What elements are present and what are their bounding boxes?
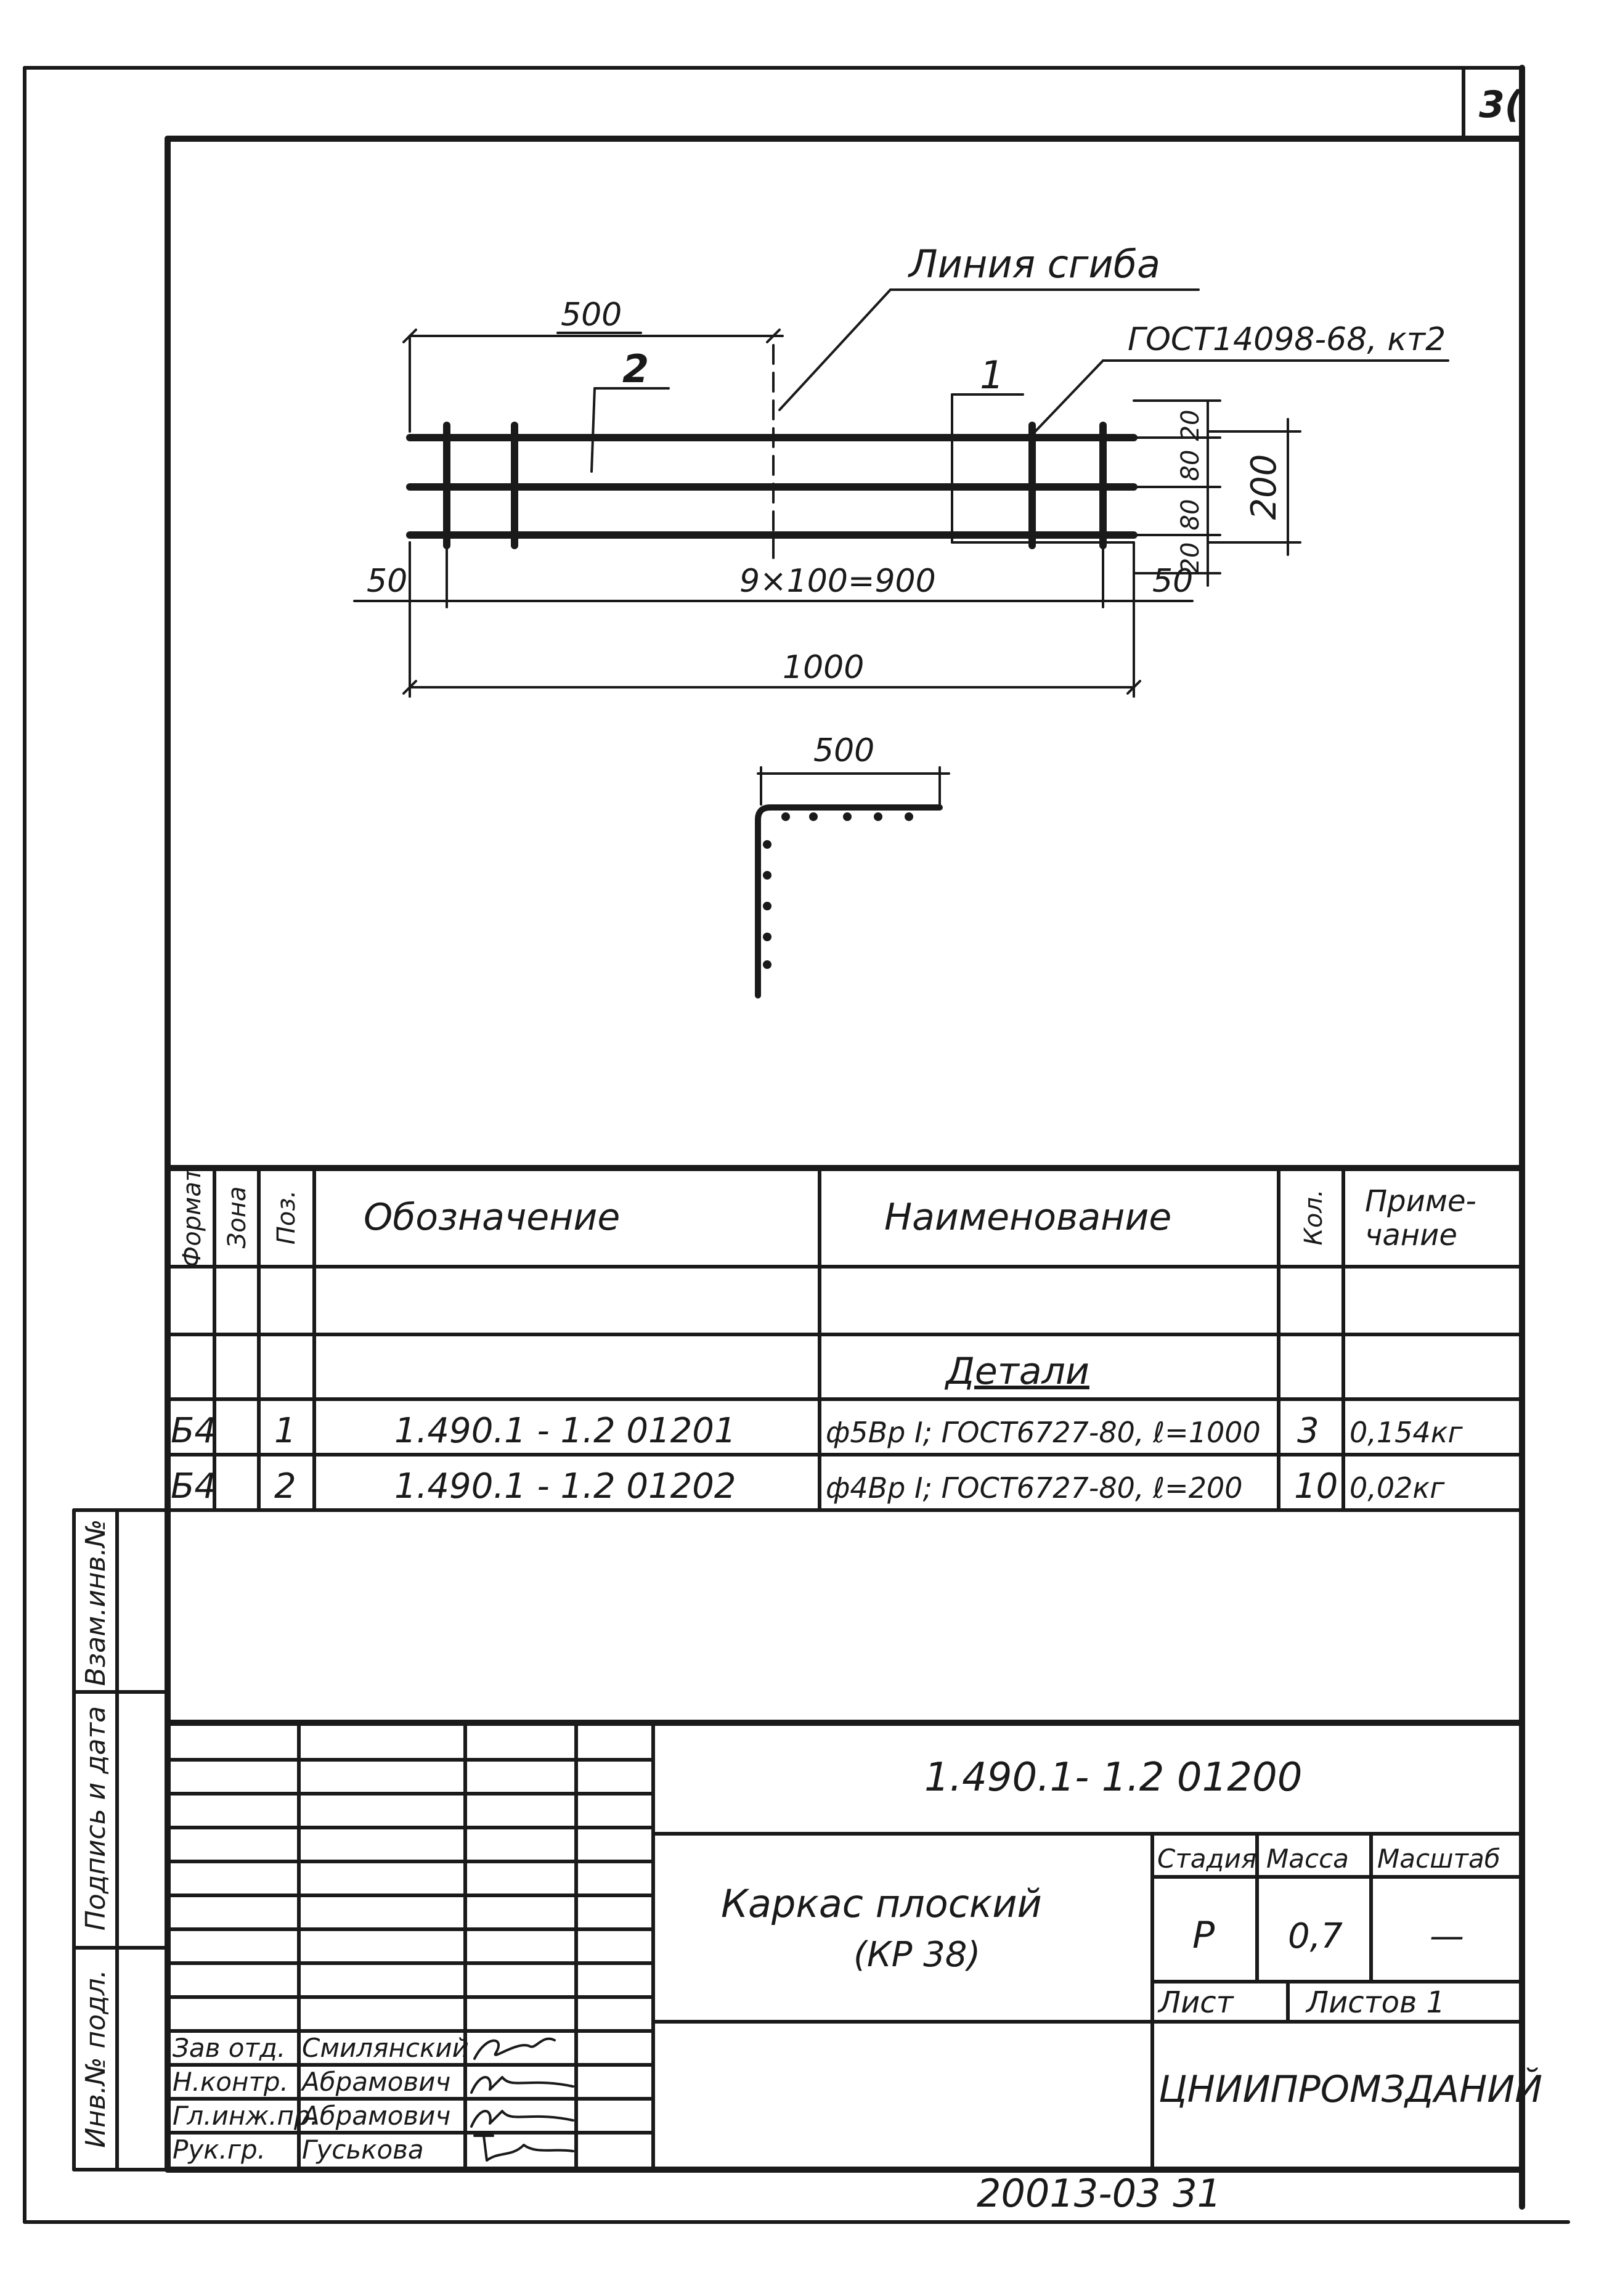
row1-quantity: 3 xyxy=(1297,1411,1319,1451)
stage-value: Р xyxy=(1192,1914,1215,1957)
dim-80-top: 80 xyxy=(1176,450,1205,481)
header-designation: Обозначение xyxy=(364,1196,620,1239)
header-zone: Зона xyxy=(223,1187,251,1249)
role-4: Рук.гр. xyxy=(173,2135,266,2165)
sheets-label: Листов 1 xyxy=(1305,1985,1445,2020)
signer-1: Смилянский xyxy=(302,2033,469,2063)
row2-quantity: 10 xyxy=(1294,1466,1338,1506)
frame-plan-view: 500 2 1 Линия сгиба ГОСТ14098-68, кт2 20… xyxy=(353,242,1449,698)
scale-label: Масштаб xyxy=(1377,1844,1500,1874)
specification-table: Формат Зона Поз. Обозначение Наименовани… xyxy=(165,1165,1525,1512)
stamp-sign-date: Подпись и дата xyxy=(80,1706,112,1930)
row2-note: 0,02кг xyxy=(1350,1471,1445,1505)
row2-name: ф4Вр I; ГОСТ6727-80, ℓ=200 xyxy=(826,1471,1243,1505)
row2-position: 2 xyxy=(274,1466,296,1506)
row2-format: Б4 xyxy=(171,1466,216,1506)
section-title-details: Детали xyxy=(944,1350,1089,1393)
mass-label: Масса xyxy=(1266,1844,1349,1874)
row1-designation: 1.490.1 - 1.2 01201 xyxy=(394,1411,736,1451)
row1-position: 1 xyxy=(274,1411,296,1451)
signer-4: Гуськова xyxy=(302,2135,424,2165)
dim-50-left: 50 xyxy=(367,563,407,600)
signature-4 xyxy=(473,2135,574,2162)
dim-20-top: 20 xyxy=(1176,410,1205,441)
inner-frame xyxy=(165,136,1525,2173)
bend-line-callout: Линия сгиба xyxy=(908,242,1160,287)
page-number: 3( xyxy=(1479,83,1523,126)
header-name: Наименование xyxy=(884,1196,1171,1239)
position-1-label: 1 xyxy=(980,353,1004,398)
dim-20-bottom: 20 xyxy=(1176,542,1205,574)
page-number-box: 3( xyxy=(1462,66,1524,141)
bent-frame-section: 500 xyxy=(755,732,950,999)
sheet-label: Лист xyxy=(1157,1985,1235,2020)
title-line-2: (КР 38) xyxy=(853,1935,980,1975)
sheet-border xyxy=(23,65,1570,2224)
dim-1000: 1000 xyxy=(783,649,864,686)
header-position: Поз. xyxy=(272,1190,301,1245)
title-block: 1.490.1- 1.2 01200 Каркас плоский (КР 38… xyxy=(165,1720,1542,2171)
mass-value: 0,7 xyxy=(1288,1916,1343,1956)
dim-200: 200 xyxy=(1244,454,1284,520)
dim-spacing: 9×100=900 xyxy=(739,563,936,600)
position-2-label: 2 xyxy=(622,346,649,391)
bent-dim-500: 500 xyxy=(813,732,874,769)
dim-50-right: 50 xyxy=(1152,563,1193,600)
header-note: Приме- чание xyxy=(1365,1184,1486,1252)
organization: ЦНИИПРОМЗДАНИЙ xyxy=(1158,2067,1542,2111)
row1-note: 0,154кг xyxy=(1350,1416,1463,1449)
row1-name: ф5Вр I; ГОСТ6727-80, ℓ=1000 xyxy=(826,1416,1261,1449)
signer-2: Абрамович xyxy=(300,2067,450,2097)
header-format: Формат xyxy=(178,1166,206,1267)
signature-1 xyxy=(473,2037,556,2060)
stamp-replace-inv: Взам.инв.№ xyxy=(80,1519,112,1686)
role-2: Н.контр. xyxy=(173,2067,288,2097)
header-quantity: Кол. xyxy=(1300,1189,1328,1245)
dim-500: 500 xyxy=(561,296,622,333)
signature-3 xyxy=(470,2110,574,2128)
role-3: Гл.инж.пр. xyxy=(173,2101,319,2131)
title-line-1: Каркас плоский xyxy=(721,1881,1042,1926)
role-1: Зав отд. xyxy=(173,2033,285,2063)
footer-code: 20013-03 31 xyxy=(977,2171,1221,2216)
stage-label: Стадия xyxy=(1157,1844,1256,1874)
stamp-inv-orig: Инв.№ подл. xyxy=(80,1969,112,2148)
signature-2 xyxy=(470,2076,574,2094)
side-stamp: Инв.№ подл. Подпись и дата Взам.инв.№ xyxy=(72,1508,169,2171)
scale-value: — xyxy=(1430,1916,1464,1956)
row2-designation: 1.490.1 - 1.2 01202 xyxy=(394,1466,736,1506)
weld-callout: ГОСТ14098-68, кт2 xyxy=(1128,321,1446,358)
signer-3: Абрамович xyxy=(300,2101,450,2131)
document-code: 1.490.1- 1.2 01200 xyxy=(924,1755,1302,1800)
row1-format: Б4 xyxy=(171,1411,216,1451)
dim-80-bottom: 80 xyxy=(1176,499,1205,531)
